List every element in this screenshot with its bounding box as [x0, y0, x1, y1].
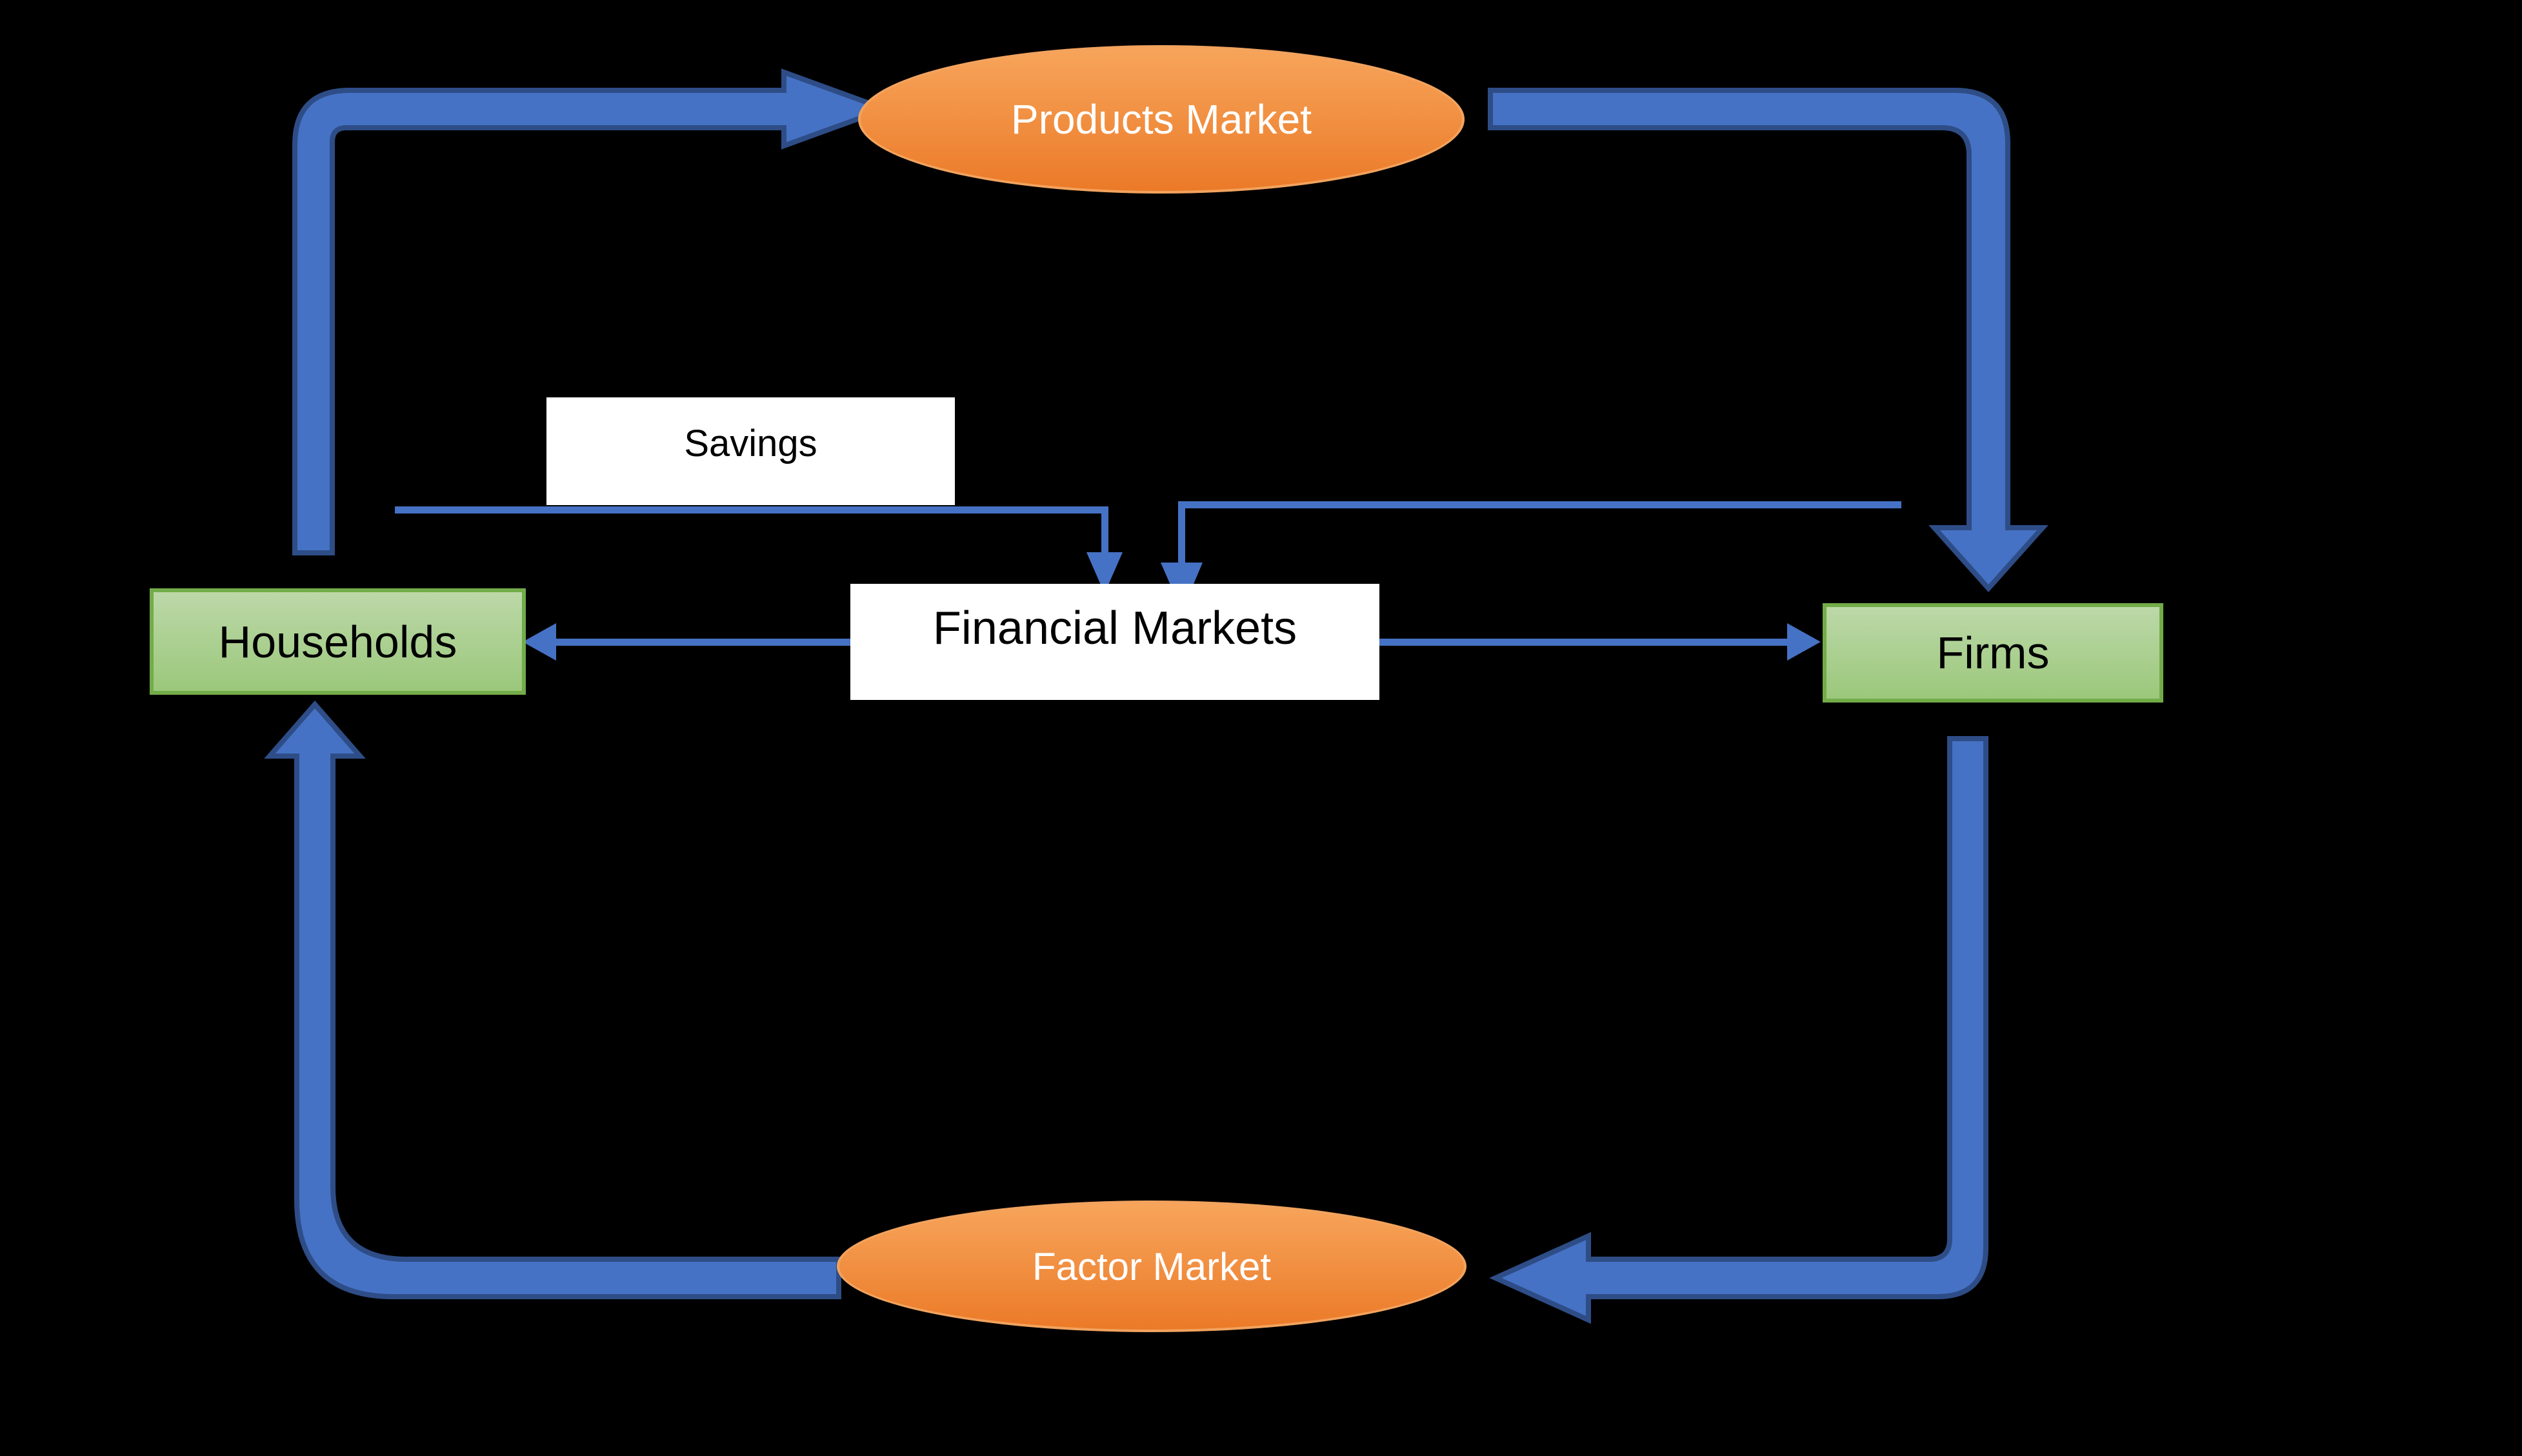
financial-markets-node: Financial Markets	[850, 584, 1379, 700]
line-savings-into-financial-markets	[395, 506, 1123, 593]
arrow-products-market-to-firms	[1488, 88, 2048, 593]
arrow-factor-market-to-households	[264, 700, 841, 1299]
arrow-firms-to-factor-market	[1489, 736, 1988, 1324]
factor-market-label: Factor Market	[1032, 1244, 1272, 1288]
factor-market-node: Factor Market	[837, 1201, 1466, 1332]
financial-markets-label: Financial Markets	[932, 603, 1297, 654]
products-market-node: Products Market	[858, 45, 1465, 194]
arrow-financial-markets-to-households	[523, 623, 850, 661]
arrow-households-to-products-market	[292, 68, 893, 555]
firms-label: Firms	[1936, 628, 2050, 678]
savings-label: Savings	[684, 423, 817, 464]
arrow-financial-markets-to-firms	[1379, 623, 1821, 661]
products-market-label: Products Market	[1011, 96, 1312, 143]
households-node: Households	[150, 588, 526, 695]
firms-node: Firms	[1823, 603, 2163, 703]
savings-node: Savings	[546, 397, 955, 505]
households-label: Households	[218, 616, 457, 667]
